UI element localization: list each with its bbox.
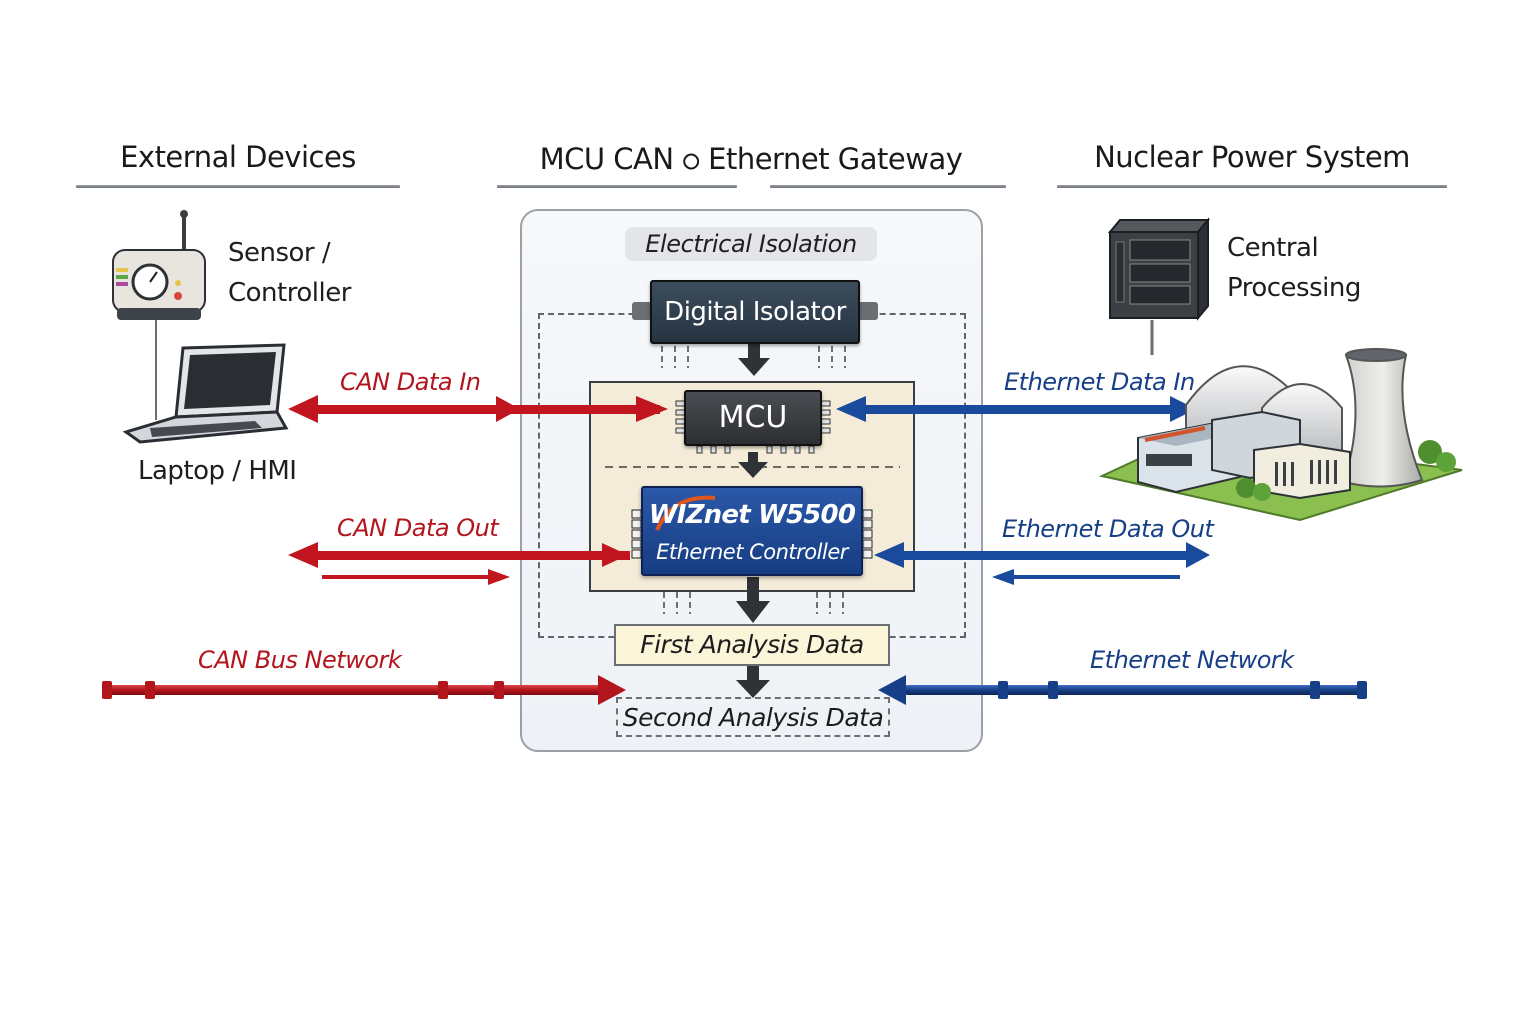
ethernet-data-in-label: Ethernet Data In (1004, 368, 1195, 396)
laptop-icon (122, 343, 289, 444)
sensor-label-line1: Sensor / (228, 238, 331, 268)
section-divider-nuclear (1057, 185, 1447, 188)
nuclear-plant-icon (1098, 348, 1463, 522)
arrow-isolator-to-mcu (738, 344, 770, 376)
sensor-controller-label: Sensor / Controller (228, 233, 351, 313)
arrow-can-data-in (288, 395, 668, 423)
isolator-connector-left (632, 302, 652, 320)
central-processing-label: Central Processing (1227, 228, 1361, 308)
central-label-line2: Processing (1227, 273, 1361, 303)
section-title-gateway: MCU CAN ⭘ Ethernet Gateway (497, 142, 1005, 176)
arrow-mcu-to-w5500 (738, 452, 768, 478)
arrow-eth-data-in (836, 396, 1196, 422)
wiznet-logo-arc-icon (655, 495, 716, 531)
isolator-pins (661, 346, 846, 614)
ethernet-pipe (878, 675, 1367, 705)
digital-isolator-block: Digital Isolator (650, 280, 860, 344)
section-title-external-devices: External Devices (120, 140, 356, 174)
server-rack-icon (1107, 217, 1211, 355)
w5500-pins (631, 509, 873, 559)
section-divider-gateway-left (497, 185, 737, 188)
can-data-out-label: CAN Data Out (337, 514, 499, 542)
flow-arrows-vertical (736, 344, 770, 698)
ethernet-data-out-label: Ethernet Data Out (1002, 515, 1214, 543)
first-analysis-data-box: First Analysis Data (614, 624, 890, 666)
w5500-title: WIZnet W5500 (648, 500, 856, 530)
isolator-connector-right (858, 302, 878, 320)
ethernet-network-label: Ethernet Network (1090, 646, 1294, 674)
electrical-isolation-badge: Electrical Isolation (625, 227, 877, 261)
arrow-first-to-second (736, 666, 770, 698)
section-divider-external (76, 185, 400, 188)
sensor-label-line2: Controller (228, 278, 351, 308)
arrow-can-data-out (288, 542, 630, 585)
arrow-w5500-to-first (736, 577, 770, 623)
can-bus-network-label: CAN Bus Network (198, 646, 402, 674)
gateway-title-right: Ethernet Gateway (708, 142, 963, 176)
gateway-title-left: MCU CAN (539, 142, 675, 176)
central-label-line1: Central (1227, 233, 1319, 263)
bidirectional-icon: ⭘ (682, 150, 700, 175)
section-divider-gateway-right (770, 185, 1006, 188)
arrow-eth-data-out (874, 542, 1210, 585)
can-data-in-label: CAN Data In (340, 368, 481, 396)
sensor-controller-icon (112, 210, 206, 420)
mcu-chip: MCU (684, 390, 822, 446)
can-bus-pipe (102, 675, 626, 705)
second-analysis-data-box: Second Analysis Data (616, 697, 890, 737)
section-title-nuclear: Nuclear Power System (1094, 140, 1410, 174)
w5500-subtitle: Ethernet Controller (656, 540, 848, 564)
laptop-hmi-label: Laptop / HMI (138, 456, 297, 486)
w5500-chip: WIZnet W5500 Ethernet Controller (641, 486, 863, 576)
